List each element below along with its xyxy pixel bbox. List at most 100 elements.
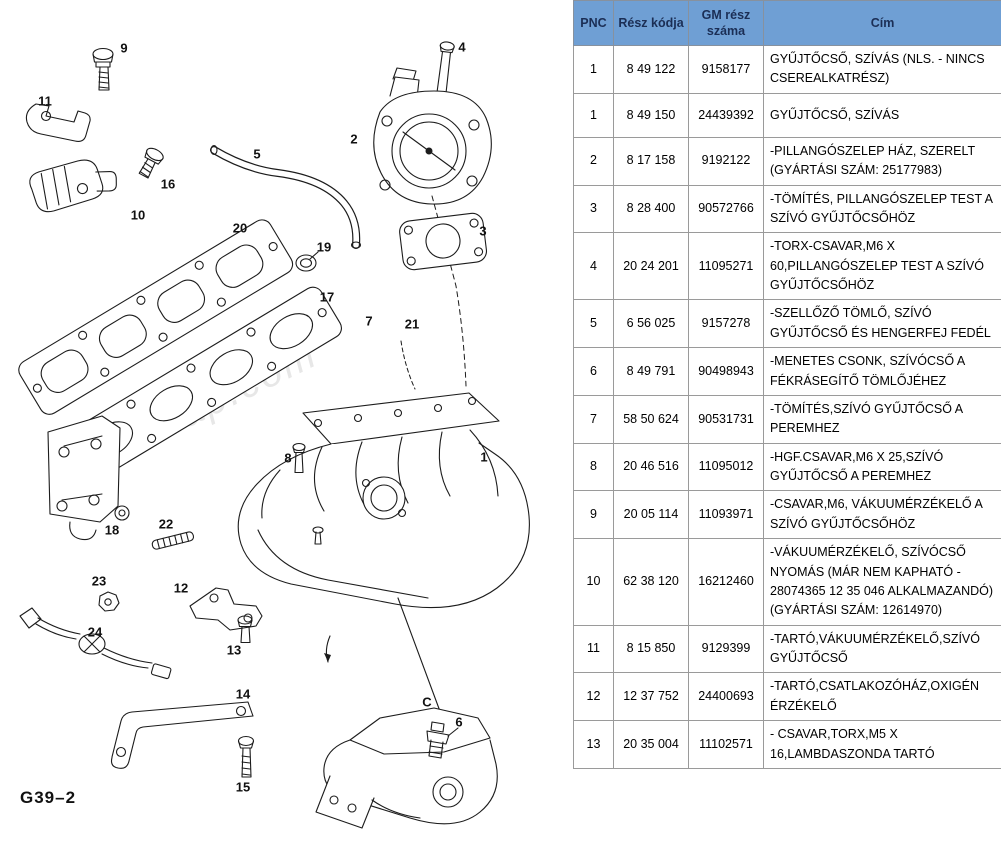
parts-table-header: PNC Rész kódja GM rész száma Cím (573, 0, 1001, 46)
bracket-12-icon (189, 587, 263, 631)
hose-icon (210, 144, 362, 249)
cell-part-code: 12 37 752 (613, 672, 689, 722)
cell-part-code: 20 35 004 (613, 720, 689, 769)
manifold-gasket-20-icon (18, 219, 294, 415)
cell-gm-number: 9158177 (688, 45, 764, 94)
cell-part-code: 8 17 158 (613, 136, 689, 186)
cell-pnc: 10 (573, 538, 614, 626)
cell-pnc: 1 (573, 92, 614, 138)
cell-gm-number: 11095012 (688, 442, 764, 492)
cell-title: -HGF.CSAVAR,M6 X 25,SZÍVÓ GYŰJTŐCSŐ A PE… (763, 442, 1001, 492)
bracket-11-icon (25, 103, 91, 142)
cell-title: -TÖMÍTÉS, PILLANGÓSZELEP TEST A SZÍVÓ GY… (763, 184, 1001, 234)
cell-gm-number: 90531731 (688, 394, 764, 444)
cell-part-code: 8 15 850 (613, 624, 689, 674)
cell-title: -TORX-CSAVAR,M6 X 60,PILLANGÓSZELEP TEST… (763, 232, 1001, 301)
header-pnc: PNC (573, 0, 614, 46)
exploded-view-drawing (18, 41, 530, 829)
leader-dashed-line (400, 340, 416, 390)
figure-label: G39–2 (20, 788, 77, 807)
wiring-harness-icon (19, 607, 172, 680)
vacuum-sensor-icon (29, 159, 117, 213)
throttle-body-icon (373, 67, 492, 205)
cell-gm-number: 90498943 (688, 347, 764, 396)
cell-title: -TARTÓ,VÁKUUMÉRZÉKELŐ,SZÍVÓ GYŰJTŐCSŐ (763, 624, 1001, 674)
intake-manifold-icon (237, 392, 530, 609)
cell-gm-number: 11102571 (688, 720, 764, 769)
cell-gm-number: 16212460 (688, 538, 764, 626)
cell-part-code: 58 50 624 (613, 394, 689, 444)
bolt-13-icon (237, 615, 253, 644)
arrow-down-icon (324, 635, 331, 663)
cell-gm-number: 24439392 (688, 92, 764, 138)
cell-part-code: 20 24 201 (613, 232, 689, 301)
bolt-15-icon (237, 735, 255, 778)
cell-title: GYŰJTŐCSŐ, SZÍVÁS (NLS. - NINCS CSEREALK… (763, 45, 1001, 94)
cell-pnc: 3 (573, 184, 614, 234)
bolt-16-icon (138, 147, 164, 179)
cell-title: -CSAVAR,M6, VÁKUUMÉRZÉKELŐ A SZÍVÓ GYŰJT… (763, 490, 1001, 540)
threaded-fitting-icon (426, 721, 459, 759)
throttle-gasket-icon (399, 212, 488, 271)
cell-gm-number: 9129399 (688, 624, 764, 674)
cell-title: -SZELLŐZŐ TÖMLŐ, SZÍVÓ GYŰJTŐCSŐ ÉS HENG… (763, 299, 1001, 349)
cell-part-code: 62 38 120 (613, 538, 689, 626)
cell-pnc: 7 (573, 394, 614, 444)
cell-gm-number: 24400693 (688, 672, 764, 722)
cell-pnc: 2 (573, 136, 614, 186)
bolt-9-icon (92, 47, 114, 91)
cell-pnc: 8 (573, 442, 614, 492)
cell-pnc: 1 (573, 45, 614, 94)
cell-title: -VÁKUUMÉRZÉKELŐ, SZÍVÓCSŐ NYOMÁS (MÁR NE… (763, 538, 1001, 626)
flange-piece-icon (47, 415, 121, 541)
cell-pnc: 11 (573, 624, 614, 674)
cell-gm-number: 90572766 (688, 184, 764, 234)
arrow-c-icon (397, 597, 444, 721)
cell-gm-number: 11095271 (688, 232, 764, 301)
cell-pnc: 12 (573, 672, 614, 722)
cell-title: -PILLANGÓSZELEP HÁZ, SZERELT (GYÁRTÁSI S… (763, 136, 1001, 186)
cell-pnc: 13 (573, 720, 614, 769)
cell-title: -TARTÓ,CSATLAKOZÓHÁZ,OXIGÉN ÉRZÉKELŐ (763, 672, 1001, 722)
cell-part-code: 8 49 122 (613, 45, 689, 94)
header-part-code: Rész kódja (613, 0, 689, 46)
bolt-8-icon (292, 442, 306, 474)
cell-gm-number: 9192122 (688, 136, 764, 186)
cell-pnc: 4 (573, 232, 614, 301)
cell-part-code: 20 05 114 (613, 490, 689, 540)
cell-part-code: 8 28 400 (613, 184, 689, 234)
cell-part-code: 8 49 150 (613, 92, 689, 138)
cell-title: -TÖMÍTÉS,SZÍVÓ GYŰJTŐCSŐ A PEREMHEZ (763, 394, 1001, 444)
cell-part-code: 6 56 025 (613, 299, 689, 349)
cell-title: -MENETES CSONK, SZÍVÓCSŐ A FÉKRÁSEGÍTŐ T… (763, 347, 1001, 396)
cell-gm-number: 11093971 (688, 490, 764, 540)
bracket-14-icon (110, 701, 254, 769)
header-title: Cím (763, 0, 1001, 46)
washer-icon (114, 505, 130, 521)
cell-title: - CSAVAR,TORX,M5 X 16,LAMBDASZONDA TARTÓ (763, 720, 1001, 769)
nut-icon (98, 591, 120, 612)
lower-manifold-icon (315, 707, 498, 829)
cell-part-code: 20 46 516 (613, 442, 689, 492)
cell-pnc: 5 (573, 299, 614, 349)
cell-part-code: 8 49 791 (613, 347, 689, 396)
cell-pnc: 9 (573, 490, 614, 540)
cell-pnc: 6 (573, 347, 614, 396)
stud-icon (151, 531, 195, 550)
cell-title: GYŰJTŐCSŐ, SZÍVÁS (763, 92, 1001, 138)
